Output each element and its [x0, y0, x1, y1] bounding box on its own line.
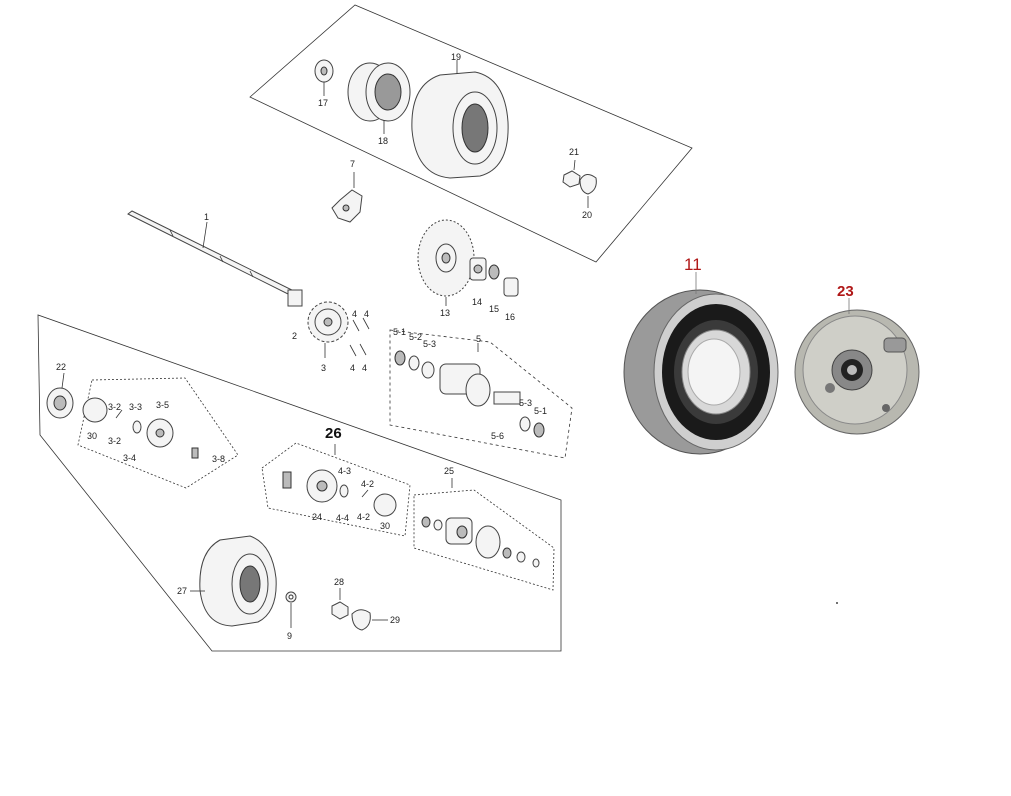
callout-3-4: 3-4 — [123, 453, 136, 463]
callout-26: 26 — [325, 425, 342, 442]
callout-5: 5 — [476, 334, 481, 344]
callout-30b: 30 — [380, 521, 390, 531]
part-1-axle — [127, 210, 297, 297]
part-3-brake-parts — [82, 397, 199, 459]
panel-front-wheel — [249, 4, 693, 263]
callout-17: 17 — [318, 98, 328, 108]
callout-4d: 4 — [362, 363, 367, 373]
callout-4-3: 4-3 — [338, 466, 351, 476]
callout-2: 2 — [292, 331, 297, 341]
callout-4-2b: 4-2 — [357, 512, 370, 522]
part-25-hub-parts — [421, 516, 540, 568]
panel-25-hub — [413, 489, 555, 591]
part-7-bracket — [331, 189, 363, 223]
callout-5-1b: 5-1 — [534, 406, 547, 416]
callout-4a: 4 — [352, 309, 357, 319]
callout-3: 3 — [321, 363, 326, 373]
part-14-hub — [469, 257, 487, 281]
callout-28: 28 — [334, 577, 344, 587]
part-21-nut — [562, 170, 581, 188]
callout-3-5: 3-5 — [156, 400, 169, 410]
part-19-tire — [411, 71, 509, 179]
brake-plate-photo — [794, 309, 920, 435]
panel-3-brake — [77, 377, 239, 489]
callout-30a: 30 — [87, 431, 97, 441]
callout-5-1a: 5-1 — [393, 327, 406, 337]
callout-9: 9 — [287, 631, 292, 641]
callout-3-2b: 3-2 — [108, 436, 121, 446]
part-5-rings — [394, 350, 545, 438]
callout-11: 11 — [684, 255, 702, 274]
panel-26-brake — [261, 442, 411, 537]
callout-3-3: 3-3 — [129, 402, 142, 412]
callout-24: 24 — [312, 512, 322, 522]
callout-3-2a: 3-2 — [108, 402, 121, 412]
part-13-brake-disc — [417, 219, 475, 297]
callout-22: 22 — [56, 362, 66, 372]
part-2-hub — [287, 289, 303, 307]
part-27-tire — [199, 535, 277, 627]
part-28-nut — [331, 601, 349, 620]
part-15-washer — [488, 264, 500, 280]
callout-27: 27 — [177, 586, 187, 596]
callout-5-3a: 5-3 — [423, 339, 436, 349]
panel-5-hub-assembly — [389, 329, 573, 459]
callout-5-3b: 5-3 — [519, 398, 532, 408]
callout-7: 7 — [350, 159, 355, 169]
part-18-rim — [347, 62, 411, 122]
bearing-photo — [623, 289, 779, 455]
part-29-cap-nut — [351, 609, 371, 631]
part-26-brake-parts — [282, 469, 397, 517]
callout-1: 1 — [204, 212, 209, 222]
callout-23: 23 — [837, 283, 854, 300]
part-22-drum — [46, 387, 74, 419]
part-16-spacer — [503, 277, 519, 297]
part-3-sprocket — [307, 301, 349, 343]
callout-4c: 4 — [350, 363, 355, 373]
callout-5-2: 5-2 — [409, 332, 422, 342]
callout-21: 21 — [569, 147, 579, 157]
callout-25: 25 — [444, 466, 454, 476]
callout-3-8: 3-8 — [212, 454, 225, 464]
panel-rear-assembly — [37, 314, 562, 652]
callout-15: 15 — [489, 304, 499, 314]
callout-20: 20 — [582, 210, 592, 220]
callout-4-4: 4-4 — [336, 513, 349, 523]
callout-4b: 4 — [364, 309, 369, 319]
callout-14: 14 — [472, 297, 482, 307]
callout-19: 19 — [451, 52, 461, 62]
part-20-cap-nut — [579, 174, 597, 195]
callout-5-6: 5-6 — [491, 431, 504, 441]
callout-4-2a: 4-2 — [361, 479, 374, 489]
callout-29: 29 — [390, 615, 400, 625]
part-17-hub — [314, 59, 334, 83]
part-4-bolts — [349, 317, 370, 357]
callout-16: 16 — [505, 312, 515, 322]
part-9-washer — [285, 591, 297, 603]
callout-18: 18 — [378, 136, 388, 146]
callout-13: 13 — [440, 308, 450, 318]
